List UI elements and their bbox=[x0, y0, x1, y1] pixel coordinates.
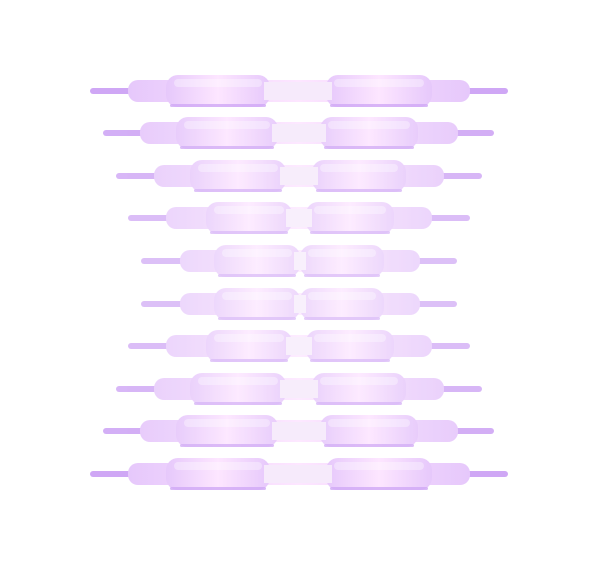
bar-highlight bbox=[308, 249, 376, 257]
bar-edge bbox=[330, 104, 428, 107]
bar-highlight bbox=[314, 206, 386, 214]
bar-edge bbox=[310, 231, 390, 234]
bar-pad bbox=[166, 75, 270, 107]
bar-pad bbox=[300, 288, 384, 320]
bar-highlight bbox=[222, 292, 292, 300]
bar-pad bbox=[214, 245, 300, 277]
bar-connector bbox=[286, 209, 312, 227]
bone-bar bbox=[116, 160, 482, 192]
bar-pad bbox=[306, 202, 394, 234]
bar-connector bbox=[272, 124, 326, 142]
bone-bar bbox=[103, 117, 494, 149]
bar-highlight bbox=[222, 249, 292, 257]
bar-highlight bbox=[214, 334, 284, 342]
bar-pad bbox=[176, 415, 278, 447]
bar-highlight bbox=[320, 164, 398, 172]
bone-bar bbox=[116, 373, 482, 405]
bar-edge bbox=[170, 104, 266, 107]
bar-pad bbox=[320, 415, 418, 447]
bar-connector bbox=[294, 252, 306, 270]
bar-connector bbox=[280, 380, 318, 398]
bar-edge bbox=[316, 189, 402, 192]
bar-edge bbox=[218, 274, 296, 277]
bar-pad bbox=[326, 458, 432, 490]
bar-highlight bbox=[308, 292, 376, 300]
bar-pad bbox=[214, 288, 300, 320]
bar-pad bbox=[300, 245, 384, 277]
bar-connector bbox=[264, 82, 332, 100]
bar-pad bbox=[306, 330, 394, 362]
bar-connector bbox=[294, 295, 306, 313]
bar-highlight bbox=[174, 462, 262, 470]
bar-highlight bbox=[198, 164, 278, 172]
bar-edge bbox=[194, 189, 282, 192]
bar-edge bbox=[316, 402, 402, 405]
bar-edge bbox=[218, 317, 296, 320]
bar-edge bbox=[170, 487, 266, 490]
bone-bar bbox=[141, 245, 457, 277]
bar-edge bbox=[304, 317, 380, 320]
bar-connector bbox=[264, 465, 332, 483]
bar-edge bbox=[324, 444, 414, 447]
bar-pad bbox=[312, 373, 406, 405]
bar-highlight bbox=[174, 79, 262, 87]
bar-highlight bbox=[334, 79, 424, 87]
bar-highlight bbox=[328, 419, 410, 427]
bar-pad bbox=[320, 117, 418, 149]
bar-edge bbox=[194, 402, 282, 405]
bar-highlight bbox=[214, 206, 284, 214]
bar-edge bbox=[210, 359, 288, 362]
bone-bar bbox=[90, 75, 508, 107]
bar-edge bbox=[324, 146, 414, 149]
bar-pad bbox=[190, 373, 286, 405]
bar-highlight bbox=[184, 419, 270, 427]
bone-bar bbox=[128, 202, 470, 234]
bar-connector bbox=[286, 337, 312, 355]
bar-edge bbox=[180, 444, 274, 447]
bar-edge bbox=[310, 359, 390, 362]
bone-bar bbox=[103, 415, 494, 447]
bar-pad bbox=[312, 160, 406, 192]
bone-bar bbox=[90, 458, 508, 490]
bar-highlight bbox=[334, 462, 424, 470]
bar-edge bbox=[304, 274, 380, 277]
bar-pad bbox=[206, 202, 292, 234]
bar-pad bbox=[206, 330, 292, 362]
bar-highlight bbox=[184, 121, 270, 129]
bar-highlight bbox=[314, 334, 386, 342]
bar-edge bbox=[210, 231, 288, 234]
bar-pad bbox=[326, 75, 432, 107]
bar-pad bbox=[190, 160, 286, 192]
bar-edge bbox=[180, 146, 274, 149]
bone-bar bbox=[141, 288, 457, 320]
bar-highlight bbox=[198, 377, 278, 385]
bar-connector bbox=[280, 167, 318, 185]
bone-bar bbox=[128, 330, 470, 362]
bar-highlight bbox=[320, 377, 398, 385]
bar-edge bbox=[330, 487, 428, 490]
bar-highlight bbox=[328, 121, 410, 129]
bar-connector bbox=[272, 422, 326, 440]
bar-pad bbox=[176, 117, 278, 149]
bar-pad bbox=[166, 458, 270, 490]
